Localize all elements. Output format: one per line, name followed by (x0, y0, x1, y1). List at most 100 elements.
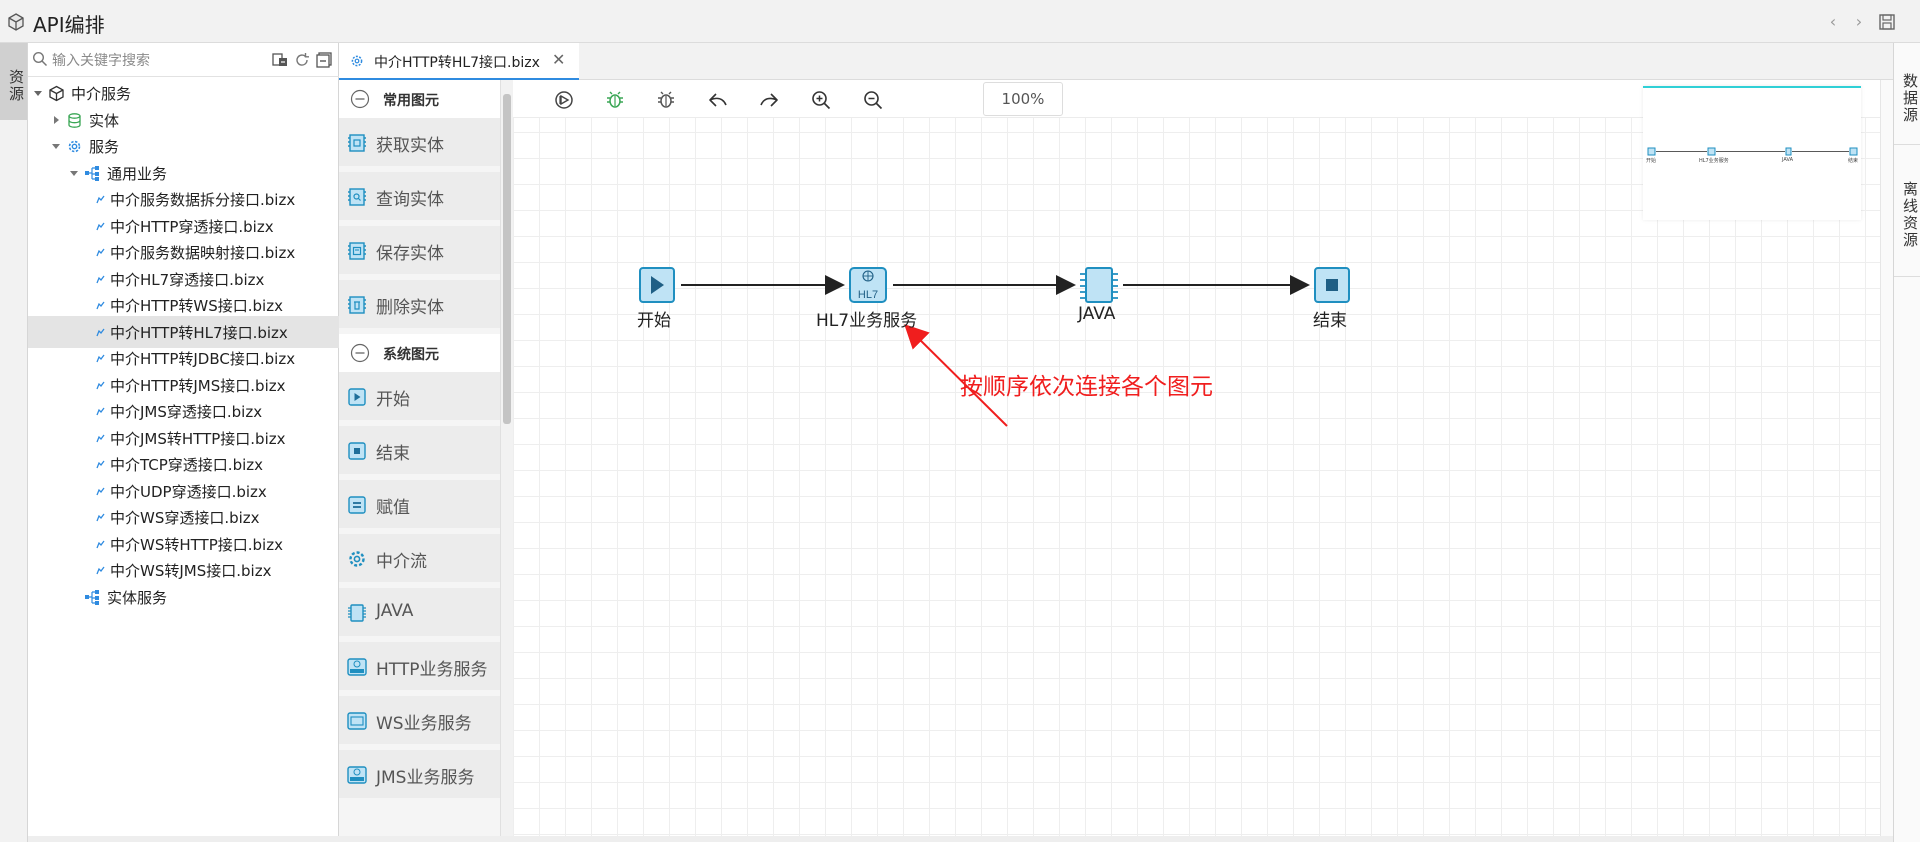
tree-label: 中介HTTP转JMS接口.bizx (110, 377, 286, 395)
save-window-icon[interactable] (1877, 12, 1897, 32)
tree-file-item[interactable]: 中介HTTP转JDBC接口.bizx (28, 342, 339, 374)
tree-node-entity[interactable]: 实体 (28, 104, 339, 136)
tree-label: 实体 (89, 112, 120, 130)
file-icon (96, 328, 105, 337)
palette-item-end[interactable]: 结束 (339, 426, 500, 478)
tree-file-item[interactable]: 中介HL7穿透接口.bizx (28, 263, 339, 295)
caret-right-icon[interactable] (50, 114, 62, 126)
tree-file-item[interactable]: 中介WS转JMS接口.bizx (28, 554, 339, 586)
tree-file-item[interactable]: 中介HTTP转JMS接口.bizx (28, 369, 339, 401)
forward-arrow-icon[interactable]: › (1855, 12, 1863, 31)
tree-file-item[interactable]: 中介WS转HTTP接口.bizx (28, 528, 339, 560)
caret-down-icon[interactable] (50, 140, 62, 152)
caret-down-icon[interactable] (32, 87, 44, 99)
get-entity-icon (348, 134, 366, 152)
canvas-vertical-scrollbar[interactable] (1880, 80, 1893, 842)
node-end[interactable] (1314, 267, 1350, 303)
file-icon (96, 301, 105, 310)
tab-label: 中介HTTP转HL7接口.bizx (374, 55, 540, 71)
palette-item-query-entity[interactable]: 查询实体 (339, 172, 500, 224)
close-icon[interactable]: ✕ (552, 50, 566, 69)
tree-label: 中介HTTP转JDBC接口.bizx (110, 350, 296, 368)
tree-file-item[interactable]: 中介HTTP穿透接口.bizx (28, 210, 339, 242)
tree-node-root[interactable]: 中介服务 (28, 77, 339, 109)
zoom-level[interactable]: 100% (983, 82, 1063, 116)
collapse-all-icon[interactable] (315, 51, 333, 69)
tab-current-document[interactable]: 中介HTTP转HL7接口.bizx ✕ (339, 43, 579, 80)
search-input[interactable] (52, 49, 272, 71)
palette-item-label: 中介流 (376, 552, 427, 572)
node-label-java: JAVA (1078, 304, 1116, 324)
palette-item-label: JAVA (376, 601, 414, 621)
palette-item-start[interactable]: 开始 (339, 372, 500, 424)
tree-node-entity-service[interactable]: 实体服务 (28, 581, 339, 613)
hl7-badge-text: HL7 (858, 289, 878, 301)
node-label-end: 结束 (1313, 311, 1347, 331)
palette-scroll-thumb[interactable] (503, 94, 511, 424)
node-java[interactable] (1080, 267, 1118, 303)
tree-file-item[interactable]: 中介服务数据映射接口.bizx (28, 236, 339, 268)
tree-label: 中介WS转JMS接口.bizx (110, 562, 272, 580)
bug-icon[interactable] (655, 89, 677, 111)
redo-icon[interactable] (758, 89, 780, 111)
tree-file-item[interactable]: 中介UDP穿透接口.bizx (28, 475, 339, 507)
minimap[interactable]: 开始 HL7业务服务 JAVA 结束 (1643, 86, 1861, 220)
tree-node-general-business[interactable]: 通用业务 (28, 157, 339, 189)
tree-file-item[interactable]: 中介JMS转HTTP接口.bizx (28, 422, 339, 454)
palette-item-save-entity[interactable]: 保存实体 (339, 226, 500, 278)
canvas-horizontal-scrollbar[interactable] (28, 836, 1893, 842)
palette-item-delete-entity[interactable]: 删除实体 (339, 280, 500, 332)
caret-down-icon[interactable] (68, 167, 80, 179)
file-icon (96, 487, 105, 496)
offline-resources-tab[interactable]: 离线资源 (1894, 149, 1920, 277)
palette-item-mediation-flow[interactable]: 中介流 (339, 534, 500, 586)
collapse-circle-icon[interactable] (350, 343, 370, 363)
tree-file-item[interactable]: 中介JMS穿透接口.bizx (28, 395, 339, 427)
end-icon (348, 442, 366, 460)
ws-service-icon (347, 712, 367, 730)
palette-item-label: 删除实体 (376, 298, 444, 318)
palette-item-jms-service[interactable]: JMS业务服务 (339, 750, 500, 802)
palette-group-label: 常用图元 (383, 93, 439, 109)
file-icon (96, 354, 105, 363)
palette-item-assign[interactable]: 赋值 (339, 480, 500, 532)
palette-item-label: HTTP业务服务 (376, 660, 488, 680)
palette-group-common[interactable]: 常用图元 (339, 80, 500, 118)
zoom-out-icon[interactable] (862, 89, 884, 111)
tree-file-item[interactable]: 中介WS穿透接口.bizx (28, 501, 339, 533)
palette-item-label: 结束 (376, 444, 410, 464)
flow-diagram: HL7 (639, 267, 1350, 427)
zoom-in-icon[interactable] (810, 89, 832, 111)
run-icon[interactable] (553, 89, 575, 111)
resources-tab[interactable]: 资源 (0, 43, 27, 120)
chip-icon (348, 604, 366, 622)
flow-canvas[interactable]: 100% HL7 (513, 80, 1893, 842)
node-start[interactable] (639, 267, 675, 303)
palette-group-system[interactable]: 系统图元 (339, 334, 500, 372)
palette-item-ws-service[interactable]: WS业务服务 (339, 696, 500, 748)
palette-item-http-service[interactable]: HTTP业务服务 (339, 642, 500, 694)
query-entity-icon (348, 188, 366, 206)
back-arrow-icon[interactable]: ‹ (1829, 12, 1837, 31)
refresh-icon[interactable] (293, 51, 311, 69)
palette-item-get-entity[interactable]: 获取实体 (339, 118, 500, 170)
tree-file-item[interactable]: 中介服务数据拆分接口.bizx (28, 183, 339, 215)
collapse-circle-icon[interactable] (350, 89, 370, 109)
palette-item-java[interactable]: JAVA (339, 588, 500, 640)
file-icon (96, 407, 105, 416)
undo-icon[interactable] (707, 89, 729, 111)
tree-file-item[interactable]: 中介HTTP转WS接口.bizx (28, 289, 339, 321)
document-tab-strip: 中介HTTP转HL7接口.bizx ✕ (339, 43, 1893, 80)
palette-scrollbar[interactable] (501, 80, 513, 842)
tree-file-item-selected[interactable]: 中介HTTP转HL7接口.bizx (28, 316, 339, 348)
node-label-hl7: HL7业务服务 (816, 311, 918, 331)
tree-node-service[interactable]: 服务 (28, 130, 339, 162)
minimap-label: HL7业务服务 (1699, 158, 1729, 164)
node-label-start: 开始 (637, 311, 671, 331)
node-hl7-service[interactable]: HL7 (849, 267, 887, 303)
debug-icon[interactable] (604, 89, 626, 111)
tree-file-item[interactable]: 中介TCP穿透接口.bizx (28, 448, 339, 480)
annotation-text: 按顺序依次连接各个图元 (960, 374, 1213, 400)
locate-file-icon[interactable] (271, 51, 289, 69)
data-source-tab[interactable]: 数据源 (1894, 49, 1920, 145)
